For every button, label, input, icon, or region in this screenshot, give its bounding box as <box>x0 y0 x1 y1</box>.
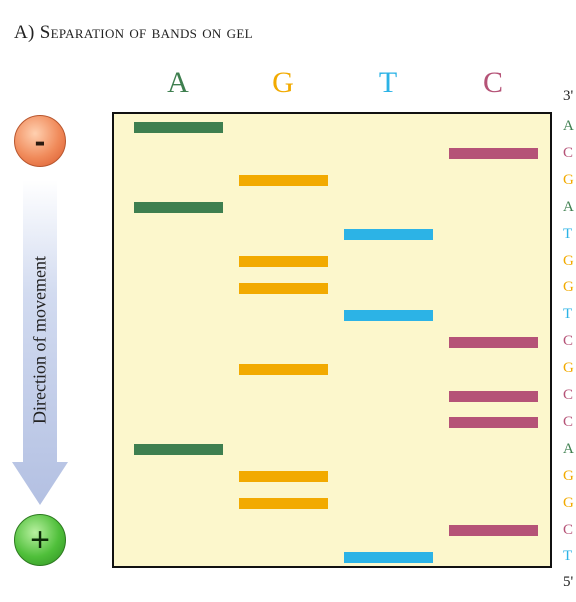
sequence-letter: T <box>563 548 573 565</box>
lane-header-a: A <box>167 66 189 99</box>
sequence-letter: C <box>563 387 574 403</box>
gel-band-c <box>449 148 538 160</box>
gel-band-c <box>449 390 538 402</box>
gel-band-t <box>344 229 433 241</box>
lane-header-g: G <box>272 66 294 99</box>
end-label-5prime: 5' <box>563 574 574 590</box>
sequence-letter: G <box>563 279 574 296</box>
gel-band-g <box>239 175 328 187</box>
lane-header-c: C <box>482 66 503 99</box>
gel <box>112 112 552 568</box>
negative-electrode-icon: - <box>14 115 66 167</box>
gel-band-g <box>239 256 328 267</box>
sequence-letter: G <box>563 171 574 188</box>
sequence-letter: A <box>563 198 574 215</box>
positive-electrode-icon: + <box>14 514 66 566</box>
title-text: Separation of bands on gel <box>39 22 253 43</box>
sequence-letter: T <box>563 306 573 323</box>
sequence-letter: C <box>563 413 574 430</box>
gel-band-t <box>344 551 433 563</box>
gel-band-c <box>449 336 538 348</box>
sequence-letter: C <box>563 144 574 161</box>
title-prefix: A) <box>14 22 35 43</box>
gel-band-a <box>134 202 223 214</box>
gel-band-g <box>239 498 328 510</box>
gel-band-g <box>239 471 328 483</box>
gel-band-g <box>239 282 328 294</box>
gel-band-t <box>344 309 433 321</box>
figure-title: A) Separation of bands on gel <box>14 22 253 44</box>
gel-band-c <box>449 525 538 536</box>
sequence-letter: A <box>563 440 574 457</box>
lane-header-t: T <box>378 66 398 99</box>
gel-band-a <box>134 121 223 133</box>
sequence-letter: G <box>563 467 574 484</box>
sequence-letter: T <box>563 225 573 242</box>
sequence-letter: G <box>563 360 574 377</box>
end-label-3prime: 3' <box>563 88 574 104</box>
sequence-letter: C <box>563 521 574 538</box>
arrow-label: Direction of movement <box>29 256 50 424</box>
gel-band-c <box>449 417 538 429</box>
sequence-letter: G <box>563 494 574 511</box>
gel-band-a <box>134 444 223 456</box>
direction-arrow-icon <box>12 180 68 505</box>
sequence-letter: C <box>563 333 574 350</box>
gel-band-g <box>239 363 328 375</box>
sequence-letter: G <box>563 252 574 269</box>
sequence-letter: A <box>563 118 574 134</box>
